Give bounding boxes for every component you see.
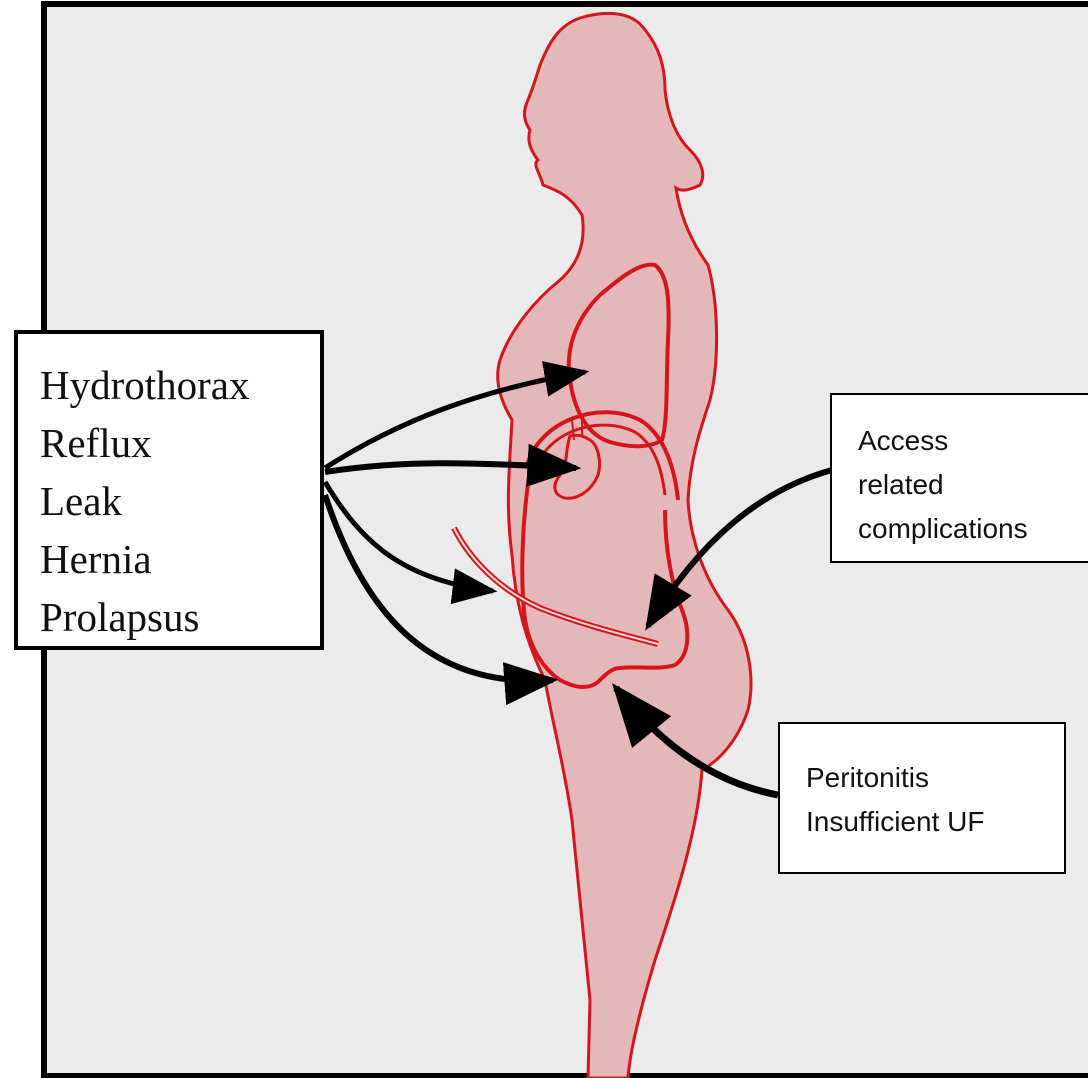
label-prolapsus: Prolapsus	[40, 588, 320, 646]
access-line-3: complications	[858, 507, 1088, 551]
label-insufficient-uf: Insufficient UF	[806, 800, 1064, 844]
label-hydrothorax: Hydrothorax	[40, 356, 320, 414]
access-line-2: related	[858, 463, 1088, 507]
access-line-1: Access	[858, 419, 1088, 463]
label-peritonitis: Peritonitis	[806, 756, 1064, 800]
label-reflux: Reflux	[40, 414, 320, 472]
peritonitis-box: Peritonitis Insufficient UF	[778, 722, 1066, 874]
pressure-complications-box: Hydrothorax Reflux Leak Hernia Prolapsus	[14, 330, 324, 650]
label-leak: Leak	[40, 472, 320, 530]
access-complications-box: Access related complications	[830, 393, 1088, 563]
label-hernia: Hernia	[40, 530, 320, 588]
